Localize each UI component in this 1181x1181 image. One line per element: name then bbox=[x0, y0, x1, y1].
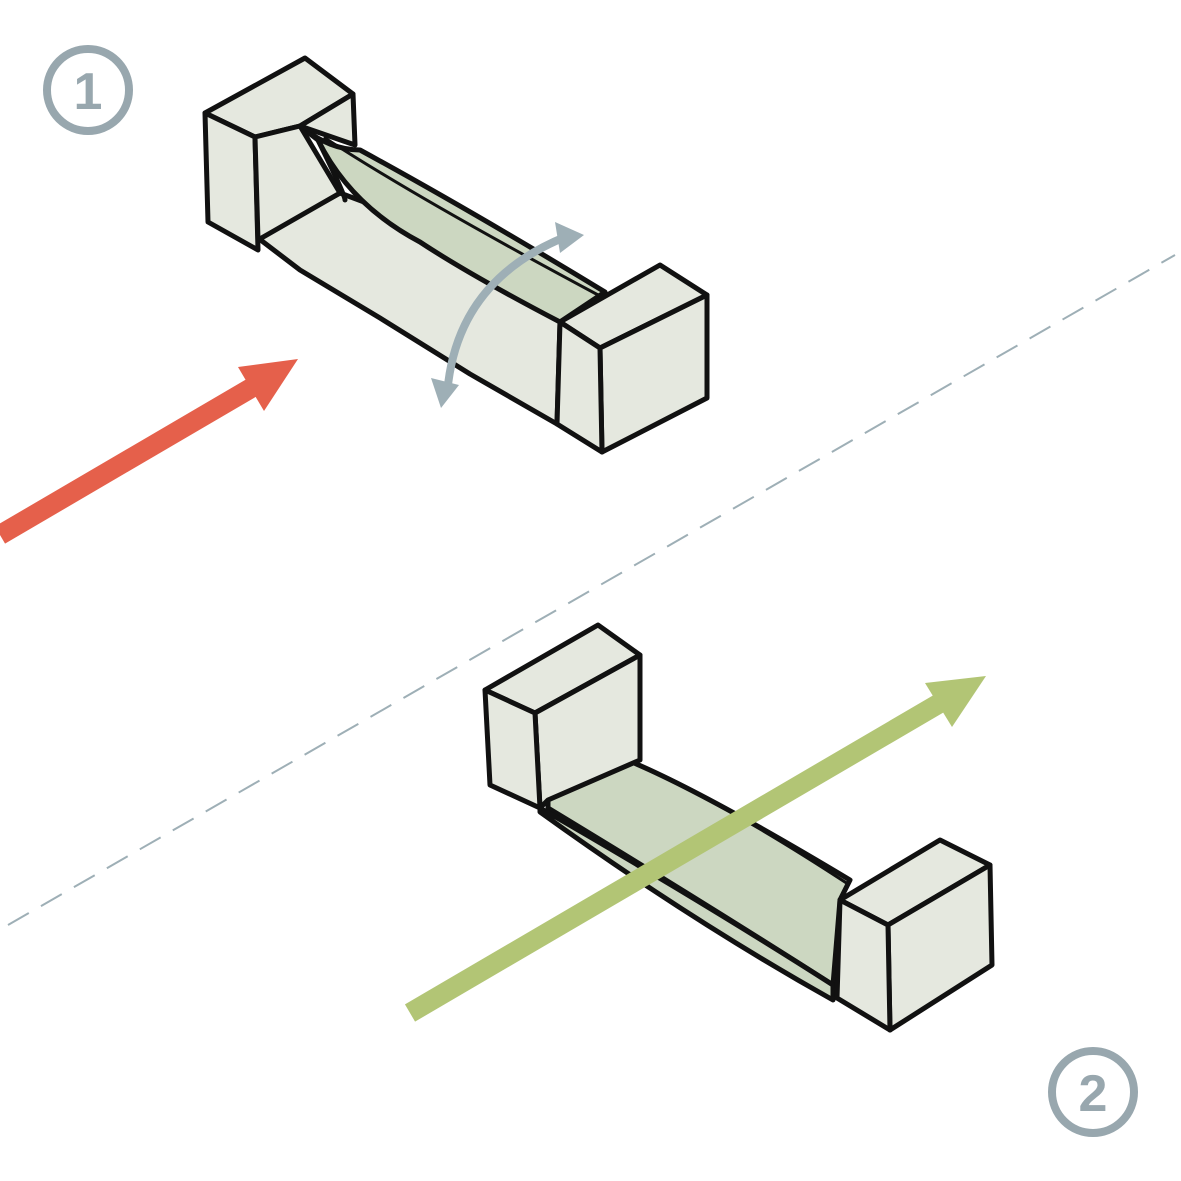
rotate-arrow-icon bbox=[431, 222, 584, 408]
bench-2-right-block-side bbox=[834, 897, 893, 1033]
bench-1-left-block-back bbox=[297, 91, 358, 148]
bench-2-seat-groove bbox=[628, 760, 850, 886]
step-1-label: 1 bbox=[74, 63, 103, 121]
step-2-label: 2 bbox=[1079, 1065, 1108, 1123]
bench-1-seat-groove bbox=[323, 136, 602, 298]
red-arrow-icon bbox=[0, 359, 298, 544]
bench-1-left-block-inner bbox=[252, 123, 343, 243]
bench-1-seat-edge bbox=[315, 137, 348, 203]
step-2-badge: 2 bbox=[1048, 1047, 1138, 1137]
bench-1-right-block-side bbox=[554, 319, 605, 455]
green-arrow-icon bbox=[404, 676, 986, 1022]
bench-1-sketch bbox=[202, 55, 710, 455]
bench-1-left-block-front bbox=[202, 110, 261, 253]
bench-2-left-block-side bbox=[482, 687, 543, 811]
step-1-badge: 1 bbox=[43, 45, 133, 135]
divider-dashed-line bbox=[7, 254, 1176, 926]
